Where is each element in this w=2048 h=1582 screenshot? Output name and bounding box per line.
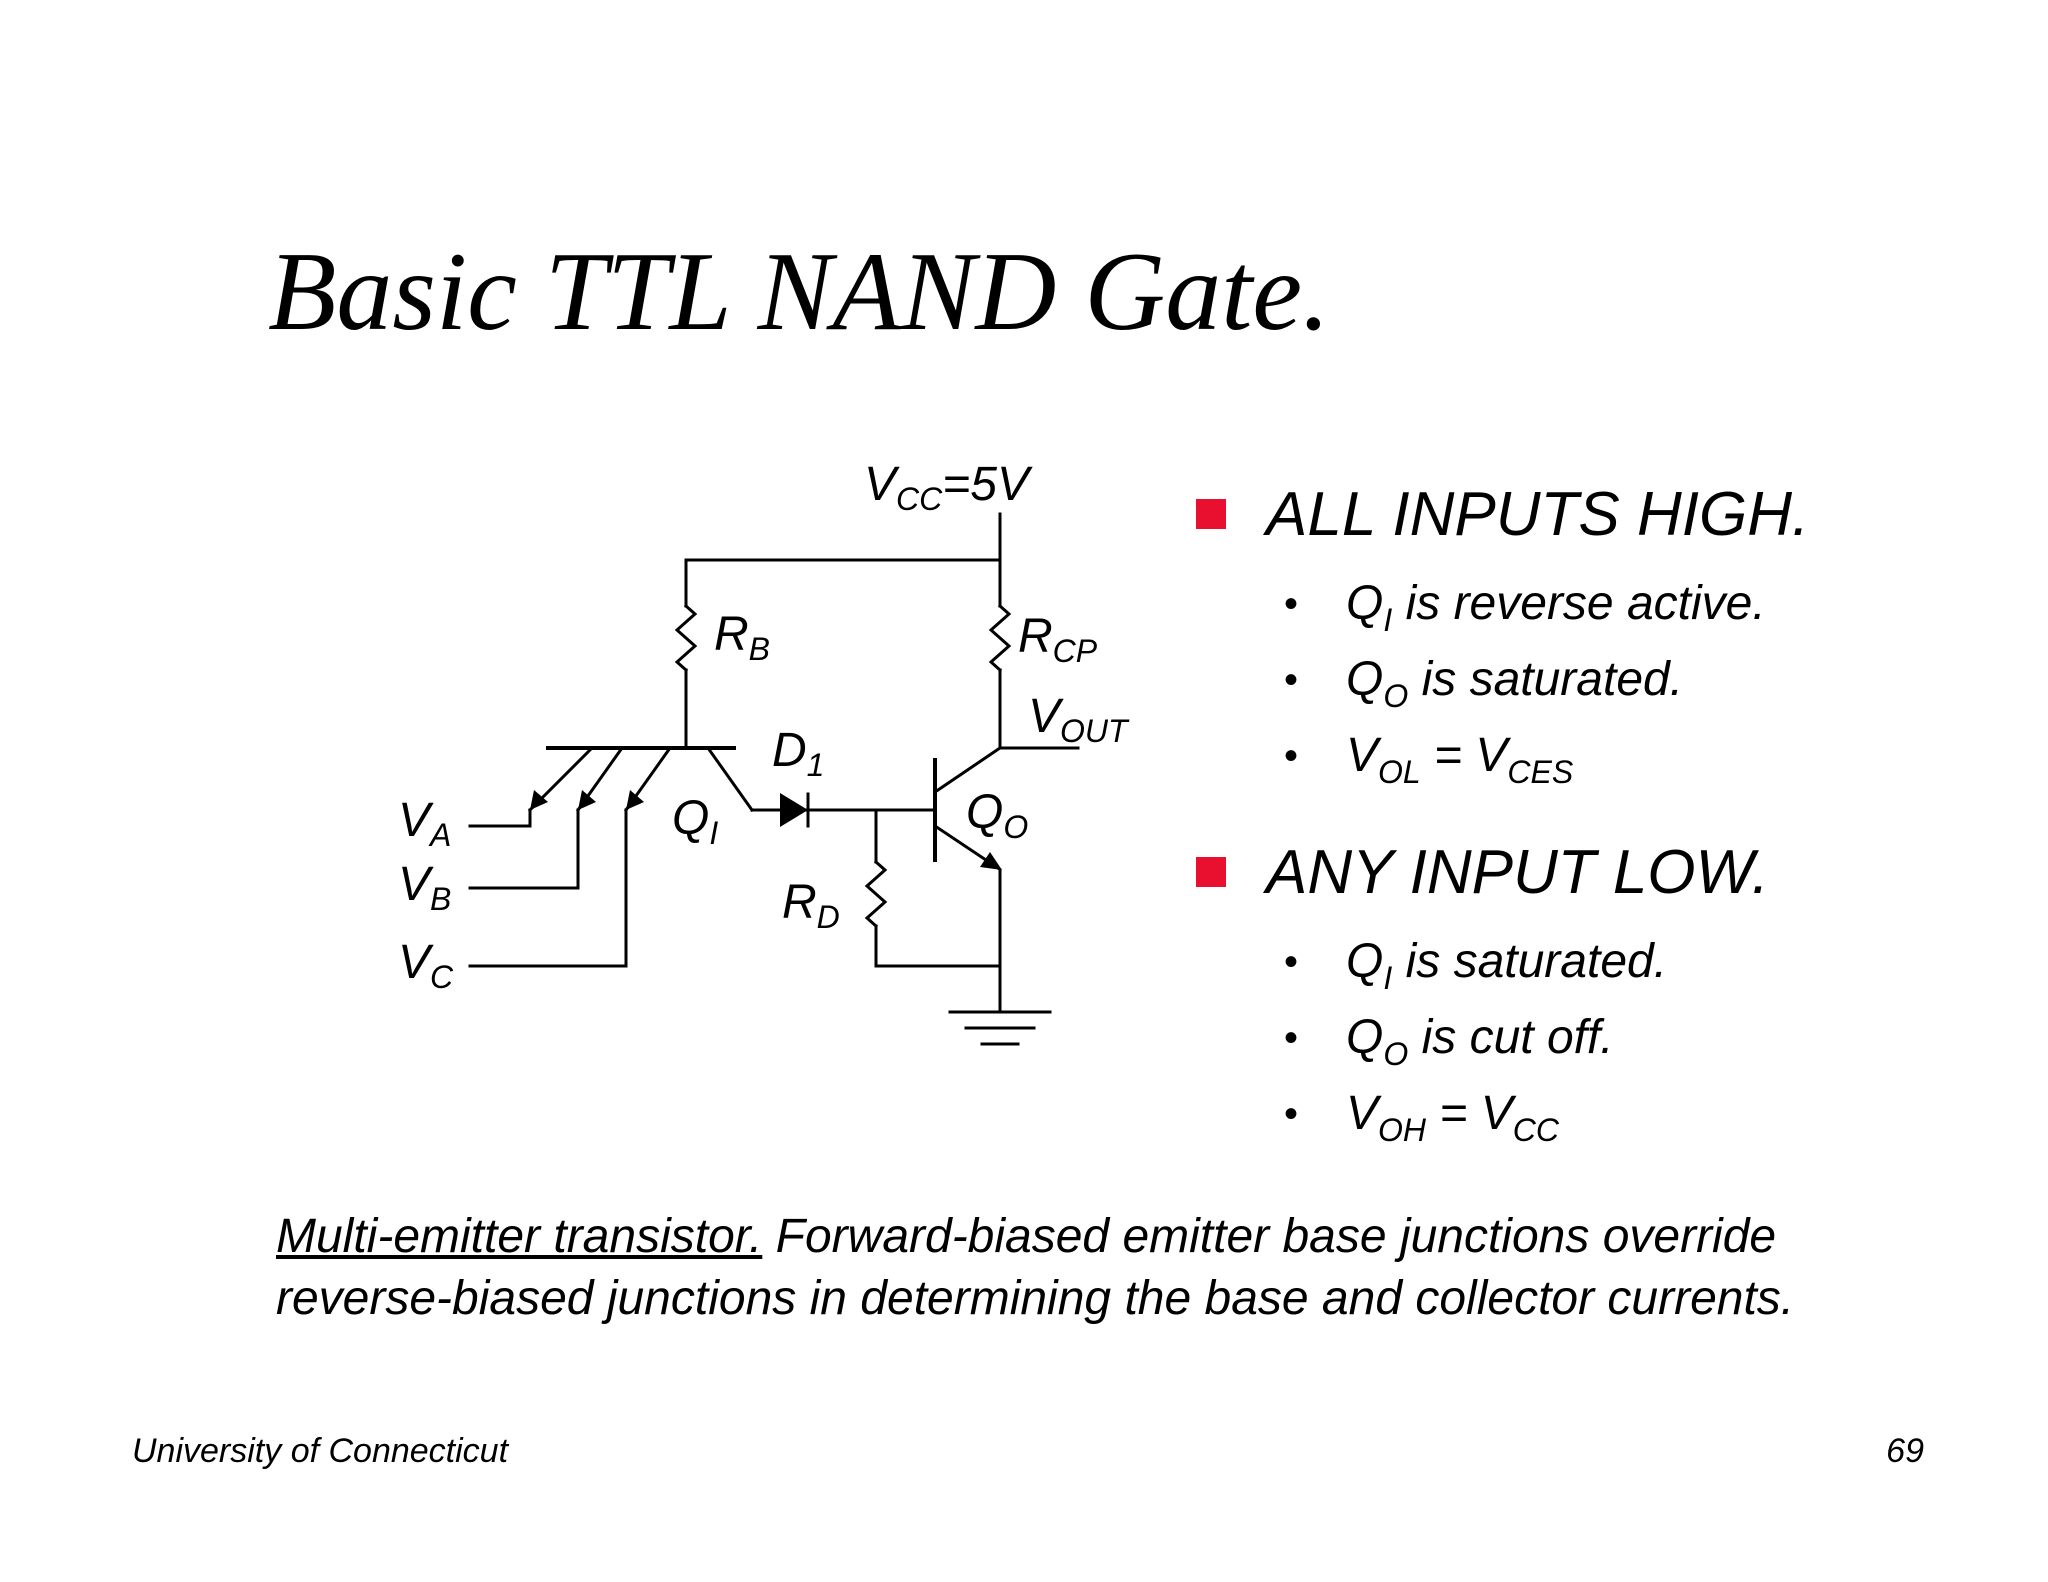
qi-emitter-arrow-a xyxy=(530,790,548,810)
section-heading: ANY INPUT LOW. xyxy=(1266,837,1769,907)
va-label: VA xyxy=(398,794,451,853)
qo-label: QO xyxy=(966,786,1028,845)
vb-label: VB xyxy=(398,858,451,917)
list-item: •QO is cut off. xyxy=(1284,1011,1614,1072)
qi-emitter-arrow-b xyxy=(578,790,596,810)
list-item: •VOL = VCES xyxy=(1284,729,1574,790)
qi-label: QI xyxy=(672,792,718,851)
note-underlined-term: Multi-emitter transistor. xyxy=(276,1210,763,1263)
list-item: •QI is saturated. xyxy=(1284,935,1668,996)
note-text: Forward-biased emitter base junctions ov… xyxy=(276,1210,1795,1325)
list-item: •QI is reverse active. xyxy=(1284,577,1766,638)
vout-label: VOUT xyxy=(1028,690,1130,749)
page-number: 69 xyxy=(1886,1432,1924,1470)
qi-emitter-arrow-c xyxy=(626,790,644,810)
rd-label: RD xyxy=(782,876,840,935)
slide-title: Basic TTL NAND Gate. xyxy=(268,230,1331,354)
rb-resistor xyxy=(674,603,698,673)
footer-institution: University of Connecticut xyxy=(132,1432,509,1470)
d1-diode-triangle xyxy=(780,793,808,827)
rcp-label: RCP xyxy=(1018,610,1098,669)
qo-emitter-arrow xyxy=(980,852,1002,870)
red-square-bullet xyxy=(1196,499,1226,529)
rcp-resistor xyxy=(988,603,1012,673)
vcc-label: VCC=5V xyxy=(864,458,1033,517)
d1-label: D1 xyxy=(772,724,824,783)
rb-label: RB xyxy=(714,608,770,667)
list-item: •VOH = VCC xyxy=(1284,1087,1559,1148)
red-square-bullet xyxy=(1196,857,1226,887)
list-item: •QO is saturated. xyxy=(1284,653,1684,714)
rd-resistor xyxy=(864,859,888,929)
bullet-list: ALL INPUTS HIGH. •QI is reverse active. … xyxy=(1196,478,2016,1194)
explanation-note: Multi-emitter transistor. Forward-biased… xyxy=(276,1206,1896,1330)
vc-label: VC xyxy=(398,936,454,995)
section-heading: ALL INPUTS HIGH. xyxy=(1266,479,1810,549)
section-any-input-low: ANY INPUT LOW. •QI is saturated. •QO is … xyxy=(1196,836,2016,1152)
section-all-inputs-high: ALL INPUTS HIGH. •QI is reverse active. … xyxy=(1196,478,2016,794)
